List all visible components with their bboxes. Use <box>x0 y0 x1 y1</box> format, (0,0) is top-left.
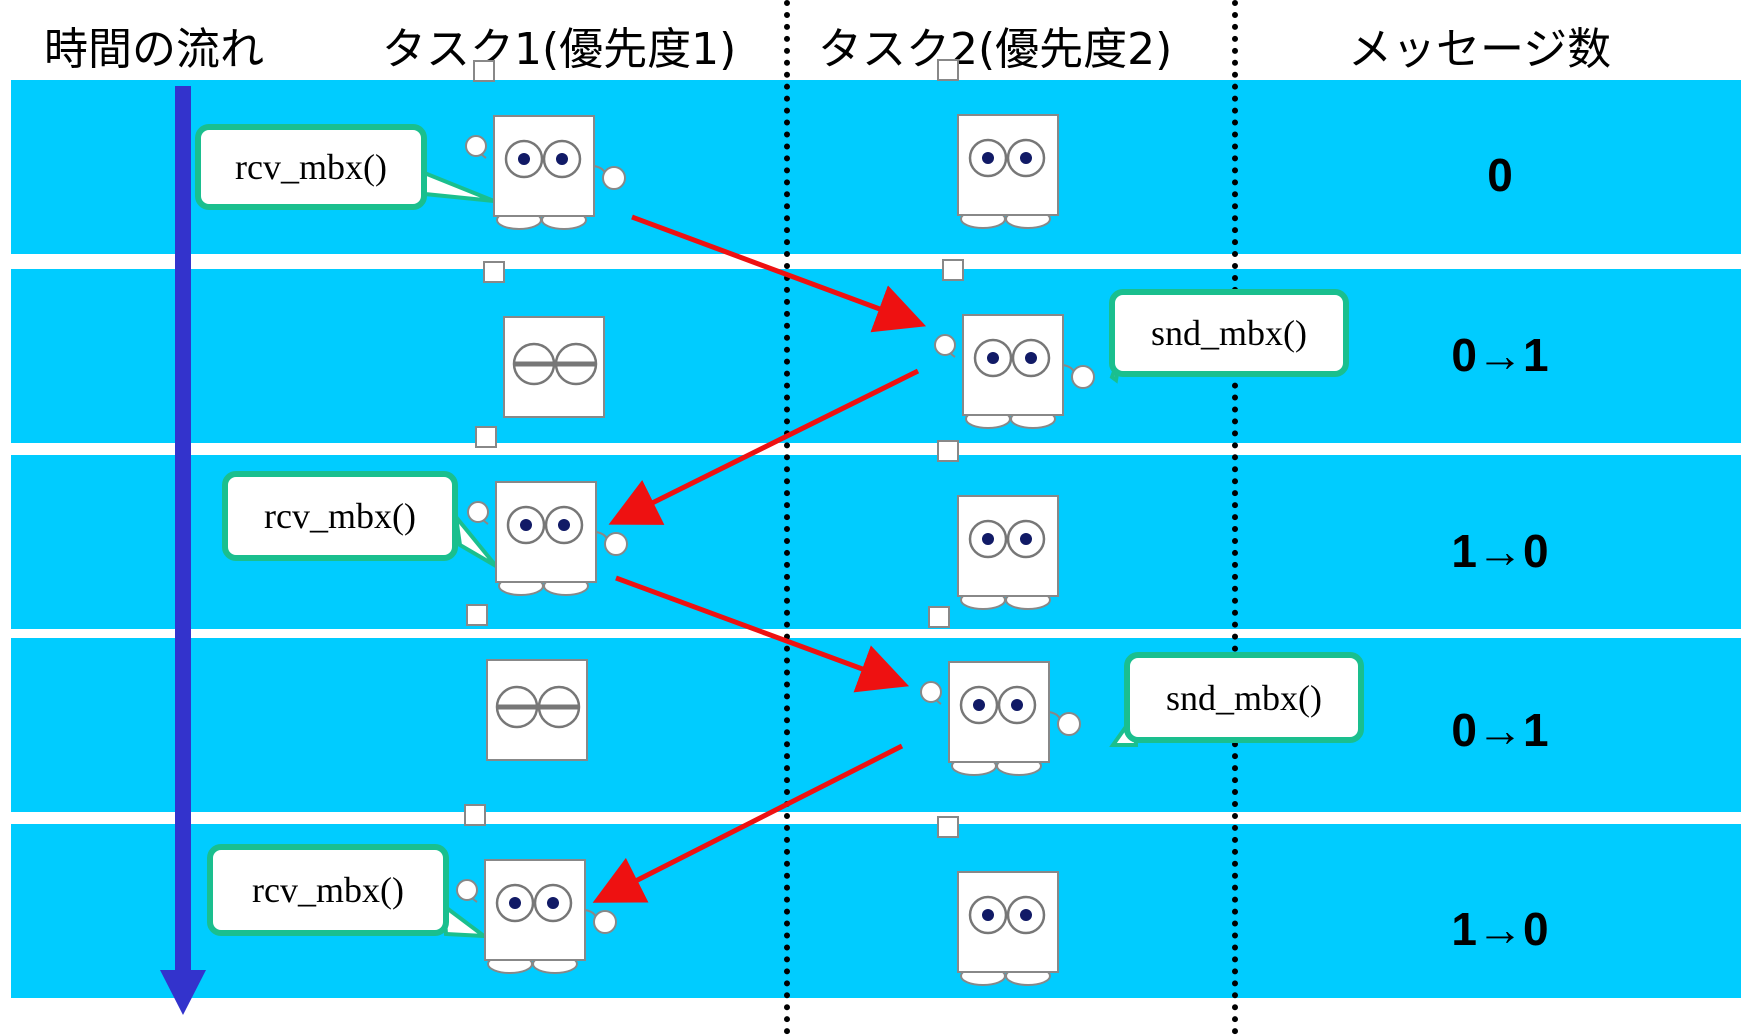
rcv-mbx-bubble: rcv_mbx() <box>195 124 427 210</box>
task2-character-sending <box>933 258 1096 430</box>
message-count-header: メッセージ数 <box>1348 24 1612 75</box>
message-count-row-3: 1→0 <box>1451 525 1549 577</box>
task1-character-sleeping <box>484 262 604 417</box>
message-count-row-1: 0 <box>1487 149 1513 201</box>
task2-character-ready <box>936 815 1060 987</box>
task1-character-receiving <box>455 803 618 975</box>
switch-arrow-1 <box>631 214 927 333</box>
task1-character-sleeping <box>467 605 587 760</box>
task2-character-ready <box>936 439 1060 611</box>
switch-arrow-2 <box>608 368 920 525</box>
rcv-mbx-bubble: rcv_mbx() <box>207 844 449 936</box>
rcv-mbx-bubble: rcv_mbx() <box>222 471 458 561</box>
message-count-row-5: 1→0 <box>1451 903 1549 955</box>
task1-header: タスク1(優先度1) <box>382 24 737 75</box>
switch-arrow-4 <box>592 743 904 903</box>
switch-arrow-3 <box>615 575 910 693</box>
column-divider-task1-task2 <box>784 0 790 1035</box>
message-count-row-2: 0→1 <box>1451 329 1549 381</box>
message-count-row-4: 0→1 <box>1451 704 1549 756</box>
task2-header: タスク2(優先度2) <box>818 24 1173 75</box>
task-switch-arrows <box>592 214 927 903</box>
snd-mbx-bubble: snd_mbx() <box>1124 652 1364 743</box>
time-flow-arrow <box>160 86 206 1015</box>
task2-character-sending <box>919 605 1082 777</box>
time-flow-label: 時間の流れ <box>44 24 264 75</box>
snd-mbx-bubble: snd_mbx() <box>1109 289 1349 377</box>
column-divider-task2-count <box>1232 0 1238 1035</box>
task1-character-receiving <box>464 59 627 231</box>
task1-character-receiving <box>466 425 629 597</box>
task2-character-ready <box>936 58 1060 230</box>
